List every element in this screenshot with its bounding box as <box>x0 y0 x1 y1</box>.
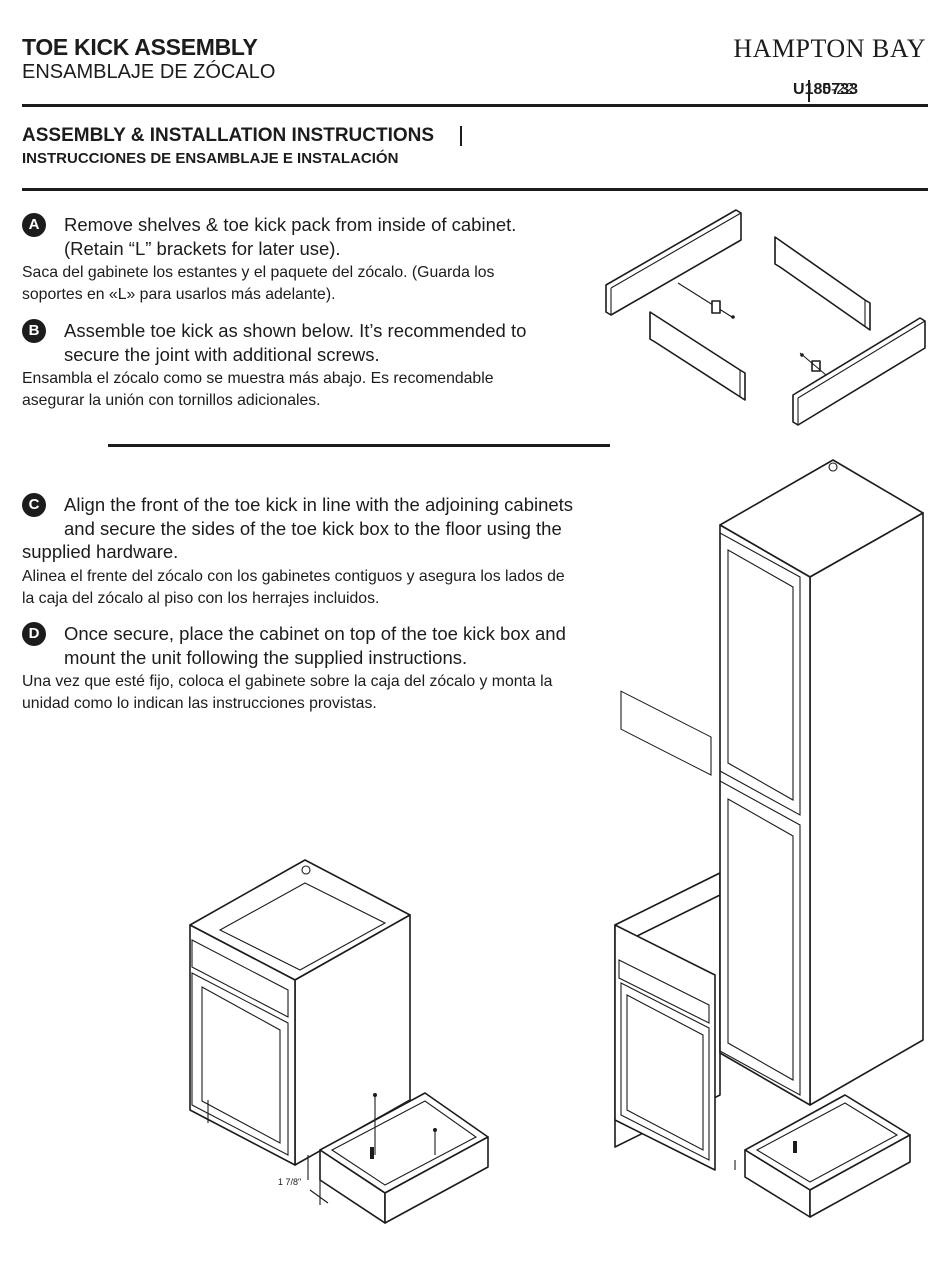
step-c: C Align the front of the toe kick in lin… <box>22 493 662 610</box>
l-bracket-icon <box>793 1141 797 1153</box>
step-d-text-es-2: unidad como lo indican las instrucciones… <box>22 695 377 712</box>
upper-door <box>719 532 801 816</box>
step-b-text-es-2: asegurar la unión con tornillos adiciona… <box>22 392 321 409</box>
step-c-text-es-2: la caja del zócalo al piso con los herra… <box>22 589 380 607</box>
header-rule <box>22 104 928 107</box>
step-a-text-en-2: (Retain “L” brackets for later use). <box>64 237 341 259</box>
base-cabinet-front <box>189 924 296 1166</box>
base-cabinet-illustration: 1 7/8" <box>189 859 489 1224</box>
step-a: A Remove shelves & toe kick pack from in… <box>22 213 602 306</box>
l-bracket-icon <box>370 1147 374 1159</box>
page-title: TOE KICK ASSEMBLY <box>22 34 258 60</box>
step-d-text-en-1: Once secure, place the cabinet on top of… <box>64 623 566 644</box>
toe-kick-board-back <box>605 209 742 316</box>
tall-cabinet-illustration <box>614 459 924 1218</box>
step-d-text-en-2: mount the unit following the supplied in… <box>64 646 468 668</box>
tall-cabinet-front <box>719 524 811 1106</box>
step-d: D Once secure, place the cabinet on top … <box>22 622 662 715</box>
step-a-text-es-1: Saca del gabinete los estantes y el paqu… <box>22 264 495 281</box>
step-b: B Assemble toe kick as shown below. It’s… <box>22 319 602 412</box>
tall-cabinet-side <box>809 512 924 1106</box>
dimension-arrow <box>309 1189 329 1204</box>
step-c-badge: C <box>22 493 46 517</box>
document-date: 5-22 <box>822 81 855 98</box>
step-c-text-es-1: Alinea el frente del zócalo con los gabi… <box>22 567 565 585</box>
step-b-text-es-1: Ensambla el zócalo como se muestra más a… <box>22 370 494 387</box>
brand-logo: HAMPTON BAY <box>733 34 926 63</box>
step-b-text-en-1: Assemble toe kick as shown below. It’s r… <box>64 320 527 341</box>
section-title: ASSEMBLY & INSTALLATION INSTRUCTIONS <box>22 125 435 146</box>
page-subtitle: ENSAMBLAJE DE ZÓCALO <box>22 61 276 83</box>
step-c-text-en-2: and secure the sides of the toe kick box… <box>64 517 562 539</box>
step-c-text-en-1: Align the front of the toe kick in line … <box>64 494 574 515</box>
step-divider <box>108 444 610 447</box>
step-a-text-en-1: Remove shelves & toe kick pack from insi… <box>64 214 517 235</box>
step-c-text-en-3: supplied hardware. <box>22 541 179 562</box>
toe-kick-board-right <box>774 236 871 331</box>
section-rule <box>22 188 928 191</box>
lower-door <box>719 780 801 1096</box>
cabinet-door <box>191 972 289 1156</box>
step-d-text-es-1: Una vez que esté fijo, coloca el gabinet… <box>22 673 553 690</box>
step-a-text-es-2: soportes en «L» para usarlos más adelant… <box>22 286 336 303</box>
section-subtitle: INSTRUCCIONES DE ENSAMBLAJE E INSTALACIÓ… <box>22 150 399 167</box>
step-b-badge: B <box>22 319 46 343</box>
step-a-badge: A <box>22 213 46 237</box>
document-id-separator <box>808 80 810 102</box>
section-title-separator <box>460 126 462 146</box>
step-b-text-en-2: secure the joint with additional screws. <box>64 343 380 365</box>
toe-kick-boards-illustration <box>605 209 926 426</box>
toe-kick-board-front <box>792 317 926 426</box>
base-cabinet-front <box>614 924 716 1171</box>
toe-kick-board-left <box>649 311 746 401</box>
step-d-badge: D <box>22 622 46 646</box>
drawer-front <box>191 939 289 1018</box>
screw-guide-line <box>677 282 733 318</box>
dimension-label: 1 7/8" <box>278 1177 301 1187</box>
l-bracket-icon <box>711 300 721 314</box>
